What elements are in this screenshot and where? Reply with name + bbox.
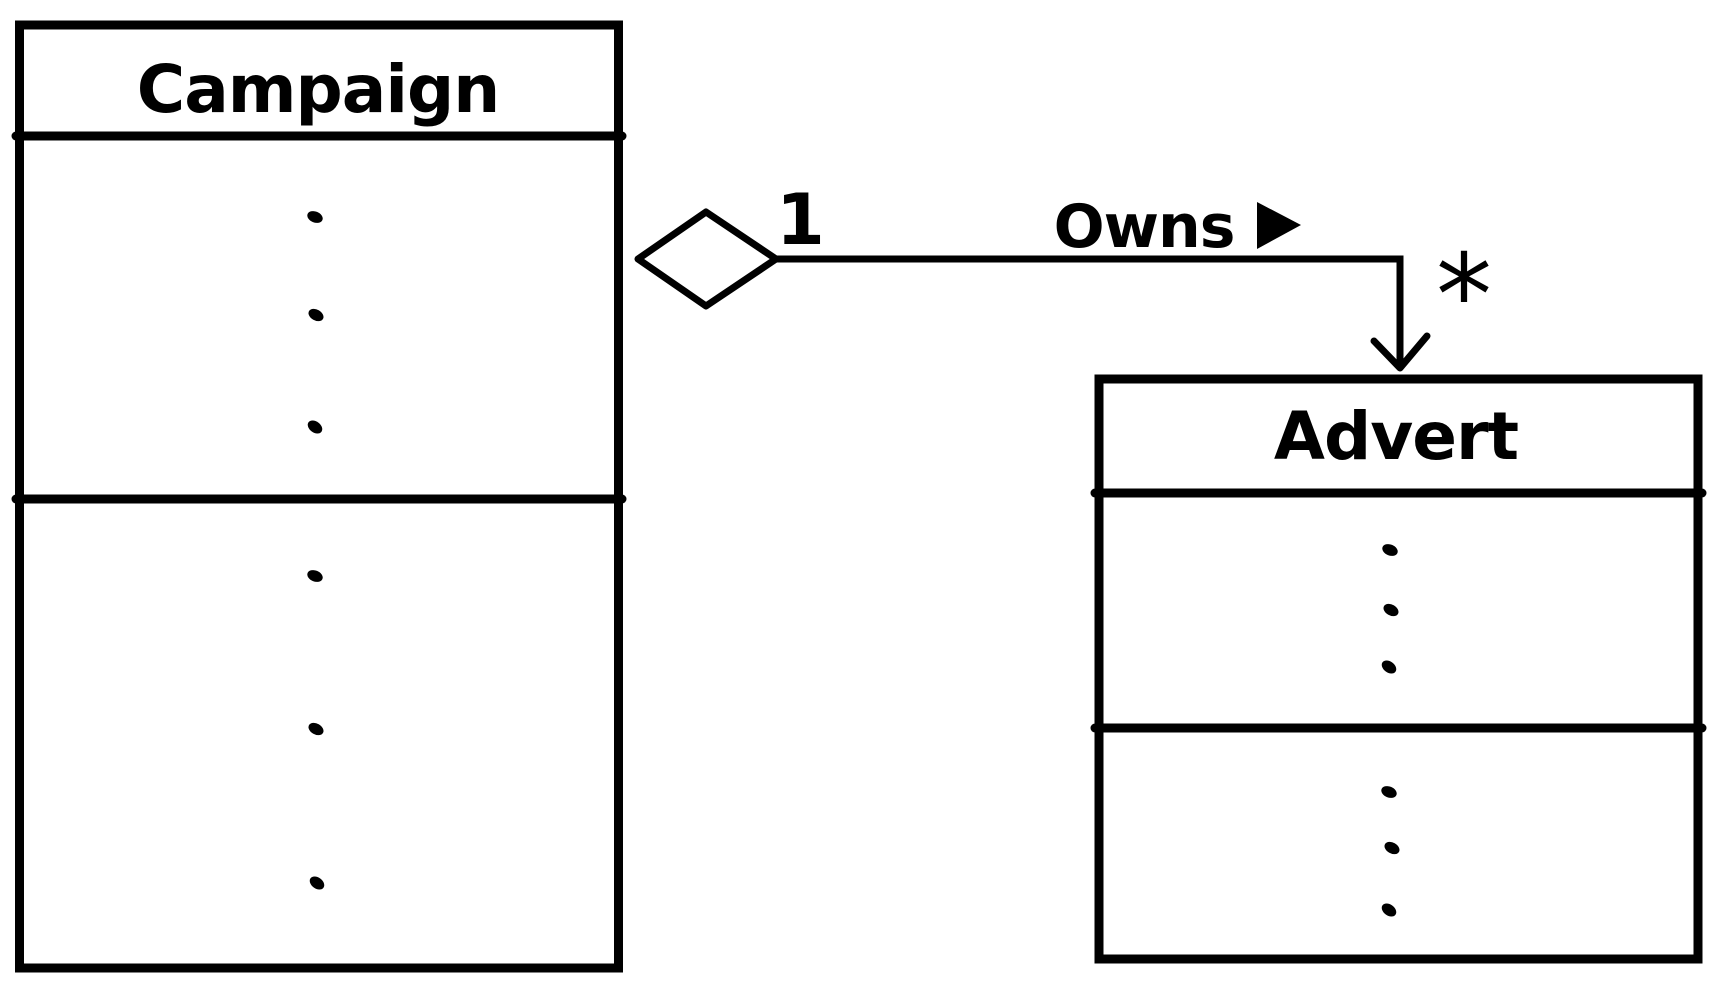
open-arrowhead-icon bbox=[1370, 332, 1431, 372]
relationship-connector-line bbox=[776, 255, 1404, 364]
advert-class-border bbox=[1094, 374, 1703, 964]
advert-operations-placeholder bbox=[1381, 786, 1400, 917]
placeholder-dot bbox=[1383, 603, 1399, 617]
campaign-class-name: Campaign bbox=[137, 51, 499, 128]
placeholder-dot bbox=[308, 722, 324, 736]
placeholder-dot bbox=[308, 308, 324, 322]
placeholder-dot bbox=[1381, 903, 1397, 917]
placeholder-dot bbox=[307, 570, 323, 582]
advert-attributes-placeholder bbox=[1381, 544, 1399, 674]
placeholder-dot bbox=[307, 211, 323, 223]
target-multiplicity-label: * bbox=[1436, 231, 1492, 361]
campaign-attributes-placeholder bbox=[307, 211, 324, 434]
placeholder-dot bbox=[1381, 786, 1397, 798]
class-campaign: Campaign bbox=[11, 20, 627, 973]
placeholder-dot bbox=[1382, 544, 1398, 556]
aggregation-diamond-icon bbox=[634, 208, 780, 310]
source-multiplicity-label: 1 bbox=[776, 179, 824, 261]
placeholder-dot bbox=[1384, 841, 1400, 855]
campaign-operations-placeholder bbox=[307, 570, 325, 890]
placeholder-dot bbox=[307, 420, 323, 434]
placeholder-dot bbox=[1381, 660, 1397, 674]
relationship-name-label: Owns bbox=[1054, 192, 1235, 262]
class-advert: Advert bbox=[1090, 374, 1707, 964]
relationship-owns: 1 Owns * bbox=[634, 179, 1492, 372]
reading-direction-triangle-icon bbox=[1257, 202, 1301, 249]
advert-class-name: Advert bbox=[1274, 398, 1519, 475]
placeholder-dot bbox=[309, 876, 325, 890]
